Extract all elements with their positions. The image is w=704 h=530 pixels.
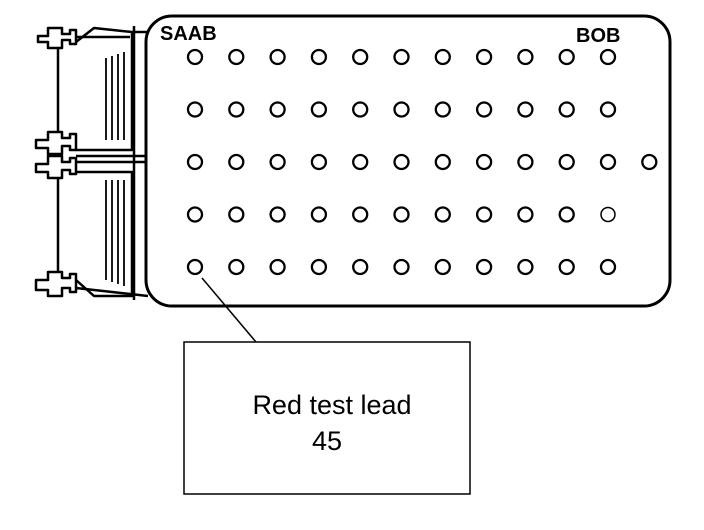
model-label: BOB bbox=[576, 25, 620, 47]
test-pin bbox=[186, 48, 204, 66]
test-pin bbox=[599, 258, 617, 276]
test-pin bbox=[393, 206, 410, 223]
test-pin bbox=[558, 48, 575, 66]
test-pin bbox=[228, 153, 245, 171]
test-pin bbox=[310, 48, 328, 66]
test-pin bbox=[310, 153, 328, 171]
test-pin bbox=[599, 101, 617, 118]
test-pin bbox=[352, 206, 369, 223]
test-pin bbox=[393, 101, 410, 118]
callout-box bbox=[183, 341, 471, 495]
test-pin bbox=[641, 153, 658, 171]
test-pin bbox=[352, 258, 369, 276]
test-pin bbox=[558, 206, 575, 223]
plug-lower bbox=[75, 170, 134, 298]
test-pin bbox=[558, 153, 575, 171]
test-pin bbox=[269, 206, 286, 223]
test-pin bbox=[269, 48, 286, 66]
test-pin bbox=[310, 101, 328, 118]
callout-leader-line bbox=[201, 277, 257, 343]
test-pin bbox=[393, 48, 410, 66]
test-pin bbox=[352, 153, 369, 171]
pin-grid bbox=[186, 48, 658, 276]
test-pin bbox=[517, 101, 534, 118]
test-pin bbox=[434, 48, 451, 66]
test-pin bbox=[434, 258, 451, 276]
test-pin bbox=[352, 48, 369, 66]
test-pin bbox=[434, 206, 451, 223]
test-pin bbox=[269, 258, 286, 276]
test-pin bbox=[475, 48, 493, 66]
callout-pin-number: 45 bbox=[312, 426, 342, 456]
test-pin bbox=[228, 206, 245, 223]
test-pin bbox=[517, 206, 534, 223]
test-pin bbox=[517, 48, 534, 66]
test-pin bbox=[352, 101, 369, 118]
test-pin bbox=[269, 101, 286, 118]
test-pin bbox=[599, 153, 617, 171]
test-pin bbox=[558, 101, 575, 118]
test-pin bbox=[475, 258, 493, 276]
test-pin bbox=[310, 258, 328, 276]
test-pin bbox=[475, 101, 493, 118]
test-pin bbox=[434, 153, 451, 171]
test-pin bbox=[310, 206, 328, 223]
test-pin bbox=[517, 258, 534, 276]
callout-label: Red test lead bbox=[252, 390, 411, 420]
test-pin bbox=[186, 101, 204, 118]
test-pin bbox=[475, 153, 493, 171]
test-pin bbox=[599, 48, 617, 66]
connector-clip-top bbox=[36, 26, 130, 50]
test-pin bbox=[517, 153, 534, 171]
test-pin bbox=[434, 101, 451, 118]
test-pin bbox=[228, 101, 245, 118]
test-pin bbox=[475, 206, 493, 223]
test-pin bbox=[186, 153, 204, 171]
connector-assembly bbox=[34, 26, 149, 300]
plug-upper bbox=[75, 26, 148, 152]
test-pin bbox=[186, 258, 204, 276]
test-pin bbox=[228, 48, 245, 66]
brand-label: SAAB bbox=[160, 23, 217, 45]
test-pin bbox=[269, 153, 286, 171]
test-pin bbox=[228, 258, 245, 276]
test-pin-highlighted bbox=[600, 206, 616, 223]
test-pin bbox=[393, 258, 410, 276]
test-pin bbox=[558, 258, 575, 276]
test-pin bbox=[393, 153, 410, 171]
test-pin bbox=[186, 206, 204, 223]
